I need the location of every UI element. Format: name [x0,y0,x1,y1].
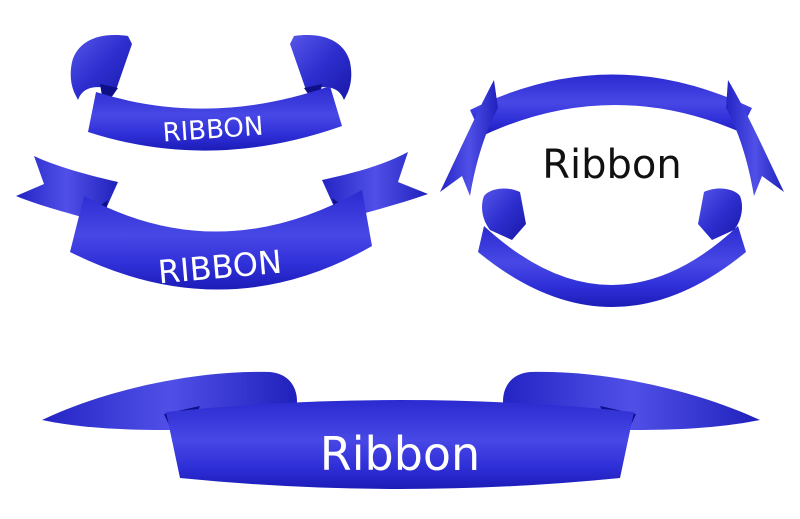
ribbon-banner-2: RIBBON [16,152,428,291]
ribbon-3-left-tail [440,80,498,196]
ribbon-3-right-tail [726,80,784,196]
ribbon-3-bottom-arc [478,226,746,307]
ribbon-3-bottom-left-end [482,188,526,240]
ribbon-1-band [88,86,342,151]
ribbon-banner-4: Ribbon [42,371,760,489]
ribbon-4-label: Ribbon [320,427,480,481]
ribbon-3-bottom-right-end [698,188,742,240]
ribbon-4-band [166,400,634,489]
ribbon-1-label: RIBBON [162,112,265,149]
ribbon-banner-1: RIBBON [70,35,352,151]
ribbon-2-band [70,190,372,290]
ribbon-3-top-arc [470,74,752,136]
ribbon-1-right-end [290,35,352,100]
ribbon-circle-frame: Ribbon [440,74,784,307]
ribbon-1-left-end [70,35,132,100]
ribbon-3-label: Ribbon [542,142,682,188]
